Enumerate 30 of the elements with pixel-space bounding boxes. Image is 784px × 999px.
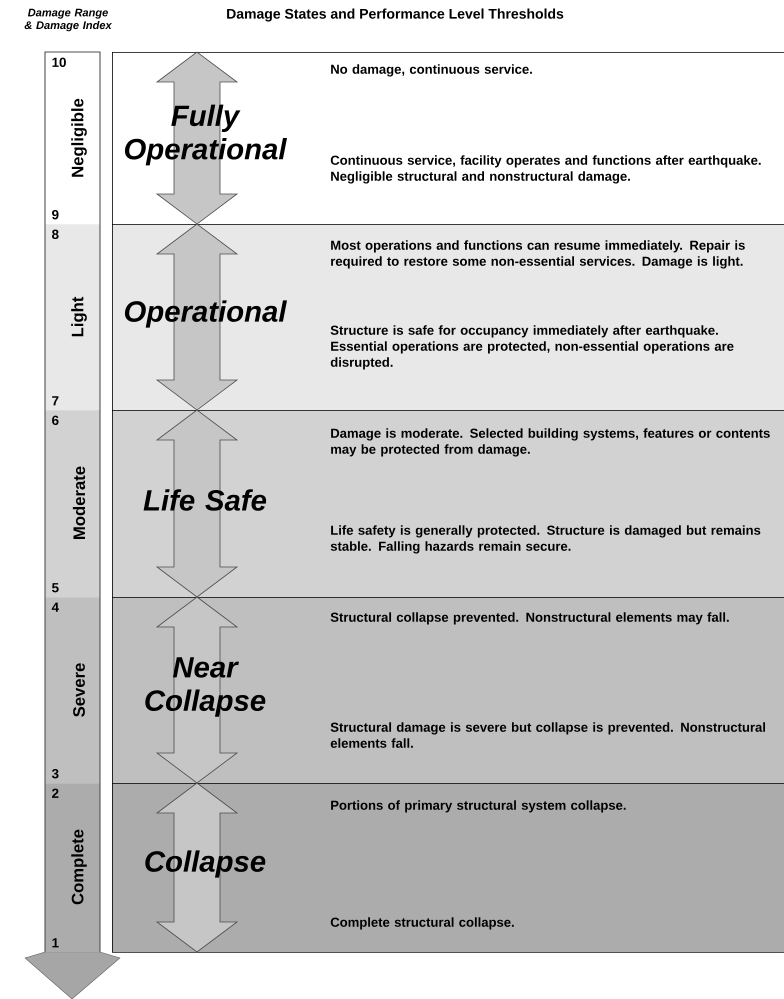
index-number: 10	[52, 58, 66, 68]
performance-level: Collapse	[145, 850, 266, 878]
index-number: 9	[52, 210, 59, 220]
damage-range-name: Light	[71, 296, 87, 336]
description-text: Portions of primary structural system collapse.	[331, 800, 626, 812]
description-text: Life safety is generally protected. Structure is damaged but remains stable. Falling hazards remain secure.	[330, 525, 760, 554]
index-number: 6	[52, 416, 59, 426]
damage-range-name: Complete	[71, 830, 87, 904]
damage-range-name: Severe	[73, 663, 85, 717]
description-text: Most operations and functions can resume immediately. Repair is required to restore some non-essential services. Damage is light.	[331, 240, 745, 268]
index-number: 7	[52, 396, 58, 406]
performance-level: Life Safe	[144, 489, 266, 511]
description-text: Continuous service, facility operates and functions after earthquake. Negligible structural and nonstructural damage.	[330, 155, 761, 184]
description-text: Structure is safe for occupancy immediately after earthquake. Essential operations are protected, non-essential operations are disrupted.	[330, 325, 734, 370]
title: Damage States and Performance Level Thresholds	[227, 8, 564, 22]
description-text: Structural damage is severe but collapse is prevented. Nonstructural elements fall.	[330, 722, 765, 748]
damage-range-name: Negligible	[71, 98, 87, 177]
description-text: Structural collapse prevented. Nonstructural elements may fall.	[330, 612, 729, 624]
index-number: 4	[52, 602, 59, 612]
performance-level: Near Collapse	[145, 657, 266, 717]
index-number: 2	[52, 788, 58, 798]
description-text: Complete structural collapse.	[330, 917, 514, 930]
index-number: 3	[52, 768, 59, 778]
index-number: 8	[52, 230, 59, 240]
index-number: 5	[52, 583, 59, 592]
axis-label: Damage Range & Damage Index	[24, 8, 112, 32]
description-text: Damage is moderate. Selected building systems, features or contents may be protected from damage.	[331, 428, 770, 456]
description-text: No damage, continuous service.	[331, 64, 532, 76]
index-number: 1	[52, 938, 59, 948]
damage-range-name: Moderate	[72, 466, 86, 539]
